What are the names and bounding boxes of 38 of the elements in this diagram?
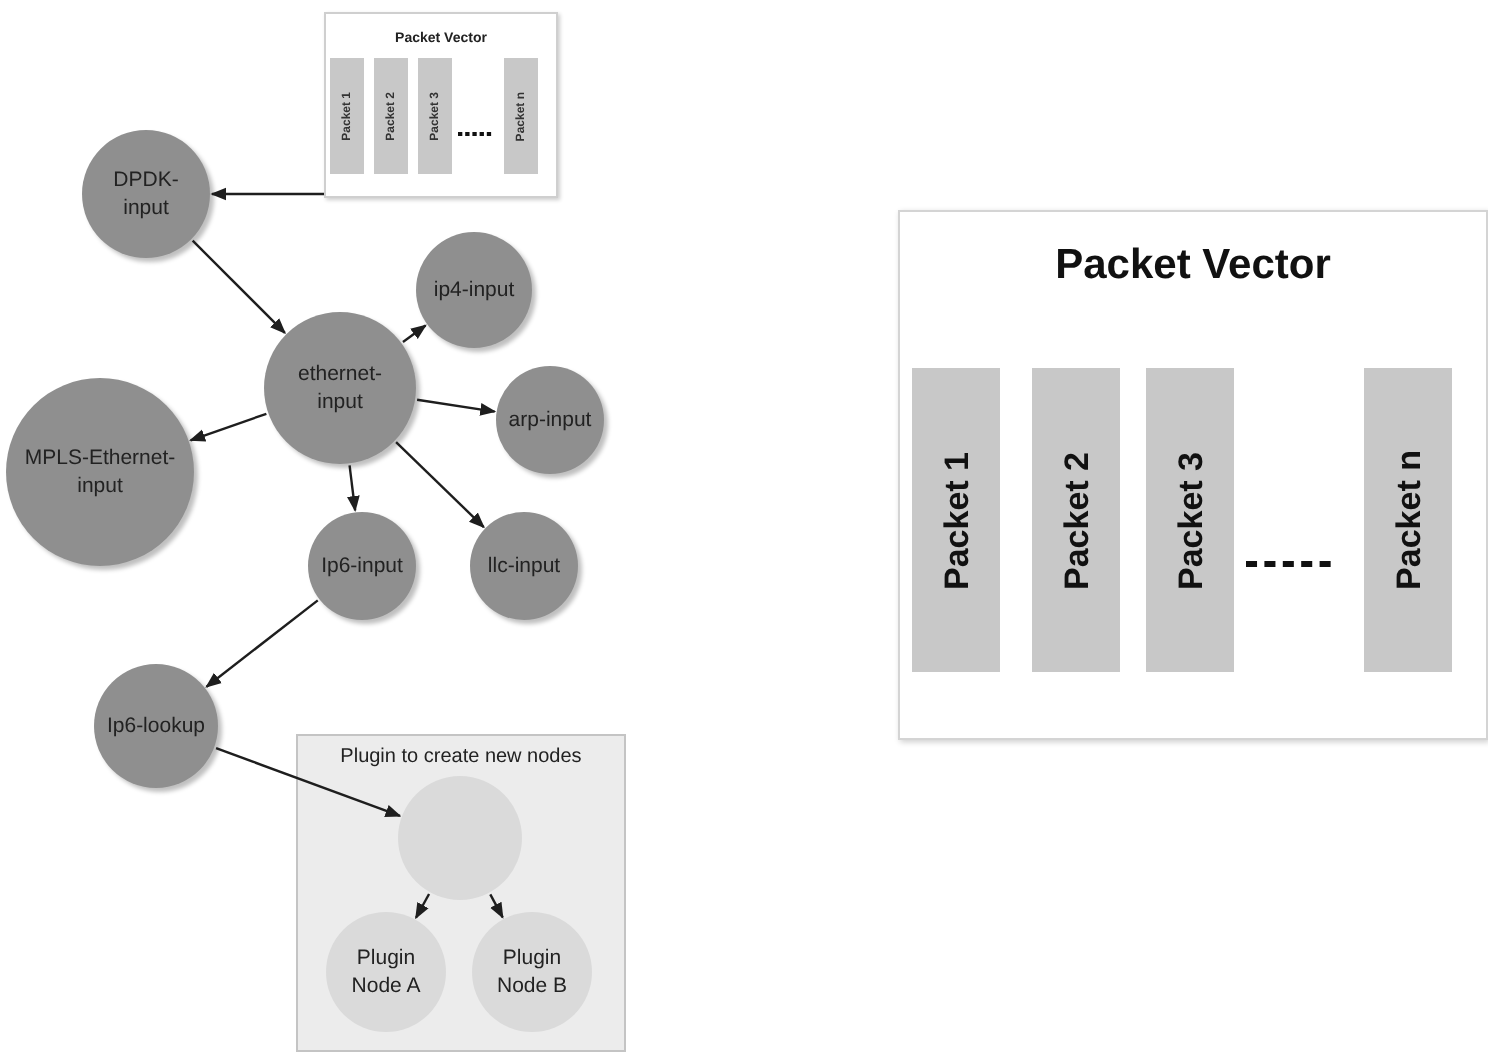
packet-vector-box — [324, 12, 558, 198]
packet-bar — [374, 58, 408, 174]
packet-label: Packet 3 — [1173, 451, 1207, 589]
group-title: Plugin to create new nodes — [338, 748, 584, 768]
packet-bar — [418, 58, 452, 174]
packet-bar — [1032, 368, 1120, 672]
arrow — [210, 187, 324, 201]
arrow — [395, 441, 485, 529]
arrow — [191, 239, 286, 334]
packet-bar — [912, 368, 1000, 672]
packet-label: Packet n — [1391, 450, 1425, 590]
packet-bar — [1364, 368, 1452, 672]
box-title: Packet Vector — [1053, 244, 1333, 286]
arrow — [205, 599, 319, 688]
node-label: ip4-input — [433, 276, 515, 304]
packet-label: Packet 2 — [1059, 451, 1093, 589]
packet-bar — [330, 58, 364, 174]
arrow — [414, 893, 431, 920]
packet-label: Packet 1 — [939, 451, 973, 589]
arrow — [402, 324, 427, 343]
packet-bar — [504, 58, 538, 174]
node-label: Ip6-lookup — [106, 712, 206, 740]
node-label: ethernet-input — [295, 360, 385, 416]
plugin-group-box — [296, 734, 626, 1052]
node-label: DPDK-input — [111, 166, 181, 222]
arrow — [215, 747, 402, 817]
arrow — [189, 412, 267, 442]
arrow — [416, 398, 497, 416]
node-label: arp-input — [508, 406, 592, 434]
node-label: MPLS-Ethernet-input — [22, 444, 178, 500]
node-label: Plugin Node B — [494, 944, 570, 1000]
node-label: Plugin Node A — [349, 944, 423, 1000]
packet-vector-box — [898, 210, 1488, 740]
node-label: Ip6-input — [321, 552, 403, 580]
packet-bar — [1146, 368, 1234, 672]
arrow — [347, 465, 360, 512]
node-label: llc-input — [487, 552, 561, 580]
arrow — [489, 893, 504, 919]
